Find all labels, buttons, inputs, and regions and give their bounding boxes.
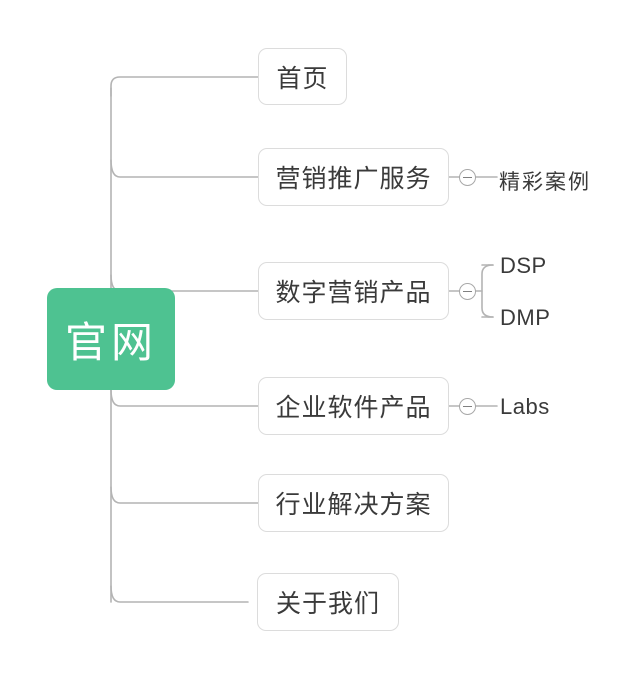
branch-line-6 xyxy=(110,585,249,603)
branch-node-label: 营销推广服务 xyxy=(275,165,432,193)
branch-node-digital-products[interactable]: 数字营销产品 xyxy=(258,262,449,320)
branch-line-5 xyxy=(110,486,259,504)
branch-node-label: 首页 xyxy=(276,64,329,93)
branch-node-industry-solutions[interactable]: 行业解决方案 xyxy=(258,474,449,532)
leaf-bracket-3 xyxy=(481,264,494,318)
branch-line-2 xyxy=(110,159,259,178)
branch-node-label: 行业解决方案 xyxy=(275,491,432,519)
collapse-toggle-marketing-services[interactable] xyxy=(459,169,476,186)
leaf-node-label: DSP xyxy=(500,253,547,278)
leaf-node-label: Labs xyxy=(500,394,550,419)
branch-line-1 xyxy=(110,76,259,97)
root-node[interactable]: 官网 xyxy=(47,288,175,390)
branch-node-about-us[interactable]: 关于我们 xyxy=(257,573,399,631)
collapse-toggle-enterprise-software[interactable] xyxy=(459,398,476,415)
branch-line-4 xyxy=(110,389,259,407)
branch-node-label: 关于我们 xyxy=(275,590,380,618)
branch-node-label: 数字营销产品 xyxy=(275,279,432,307)
leaf-node-dmp[interactable]: DMP xyxy=(500,305,550,331)
leaf-node-dsp[interactable]: DSP xyxy=(500,253,547,279)
branch-node-home[interactable]: 首页 xyxy=(258,48,347,105)
branch-node-marketing-services[interactable]: 营销推广服务 xyxy=(258,148,449,206)
root-node-label: 官网 xyxy=(64,318,157,366)
leaf-node-case-studies[interactable]: 精彩案例 xyxy=(499,166,591,196)
leaf-node-label: DMP xyxy=(500,305,551,330)
branch-node-label: 企业软件产品 xyxy=(275,394,432,422)
collapse-toggle-digital-products[interactable] xyxy=(459,283,476,300)
branch-node-enterprise-software[interactable]: 企业软件产品 xyxy=(258,377,449,435)
leaf-node-labs[interactable]: Labs xyxy=(500,394,550,420)
leaf-node-label: 精彩案例 xyxy=(499,171,591,194)
